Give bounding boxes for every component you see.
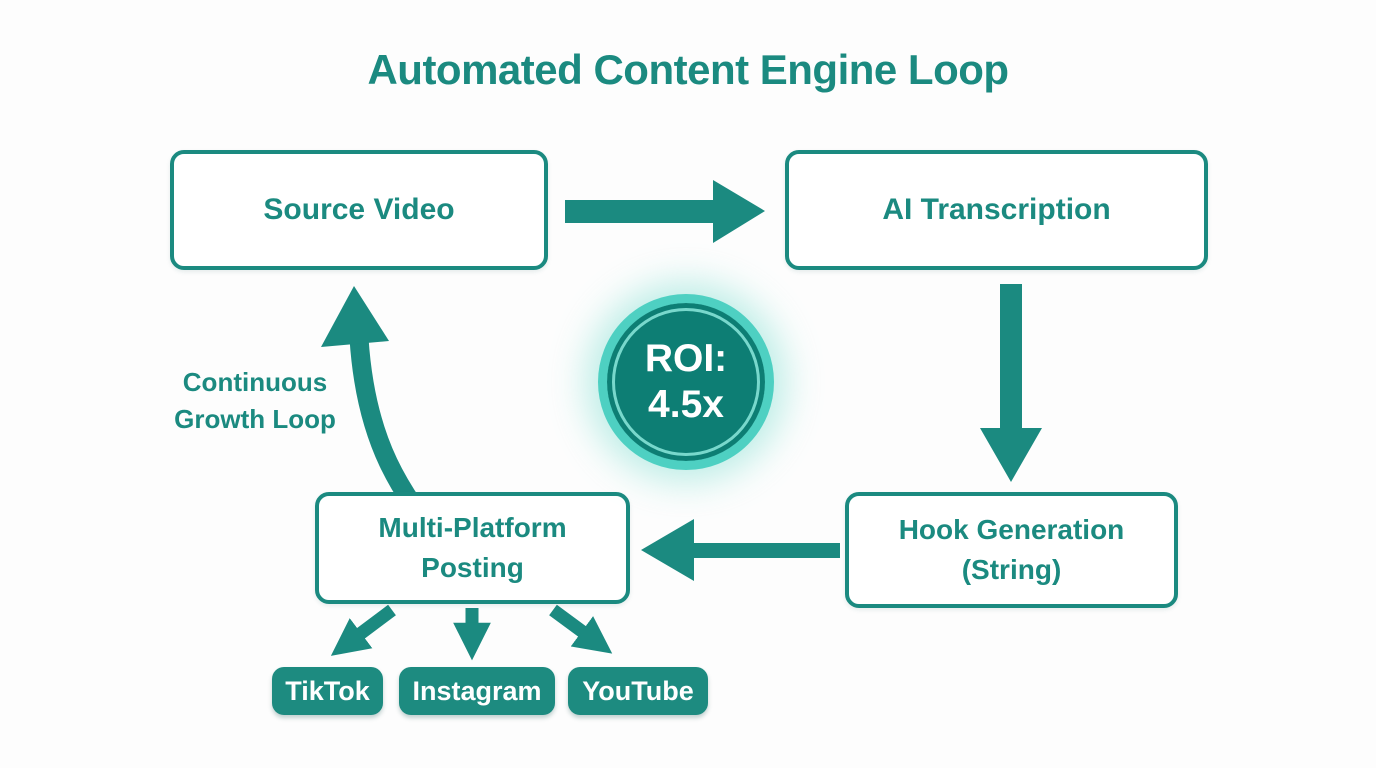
node-ai-transcription: AI Transcription — [785, 150, 1208, 270]
platform-badge-youtube: YouTube — [568, 667, 708, 715]
loop-label-line1: Continuous — [182, 367, 328, 397]
platform-badge-instagram: Instagram — [399, 667, 555, 715]
node-source-video-label: Source Video — [263, 193, 455, 226]
node-hook-generation-label-line2: (String) — [961, 554, 1062, 585]
platform-badge-tiktok: TikTok — [272, 667, 383, 715]
roi-badge-label: ROI: — [644, 337, 728, 380]
page-title: Automated Content Engine Loop — [367, 46, 1009, 93]
arrow-multiplatform-to-youtube — [549, 604, 613, 654]
roi-badge-value: 4.5x — [648, 383, 724, 426]
loop-label-line2: Growth Loop — [174, 404, 336, 434]
node-hook-generation-label-line1: Hook Generation — [898, 514, 1125, 545]
roi-badge: ROI: 4.5x — [598, 294, 774, 470]
platform-badge-youtube-label: YouTube — [582, 675, 694, 706]
arrow-source-to-transcription — [565, 180, 765, 243]
continuous-growth-loop-label: Continuous Growth Loop — [160, 364, 350, 438]
node-hook-generation: Hook Generation (String) — [845, 492, 1178, 608]
arrow-loop-to-source-head — [321, 286, 389, 347]
arrow-transcription-to-hook — [980, 284, 1042, 482]
arrow-multiplatform-to-tiktok — [330, 604, 396, 656]
node-source-video: Source Video — [170, 150, 548, 270]
platform-badge-tiktok-label: TikTok — [285, 675, 370, 706]
node-multi-platform-label-line2: Posting — [421, 552, 524, 583]
node-ai-transcription-label: AI Transcription — [882, 193, 1111, 226]
arrow-hook-to-multiplatform — [641, 519, 840, 581]
platform-badge-instagram-label: Instagram — [412, 675, 542, 706]
node-multi-platform-posting: Multi-Platform Posting — [315, 492, 630, 604]
node-multi-platform-label-line1: Multi-Platform — [378, 512, 567, 543]
